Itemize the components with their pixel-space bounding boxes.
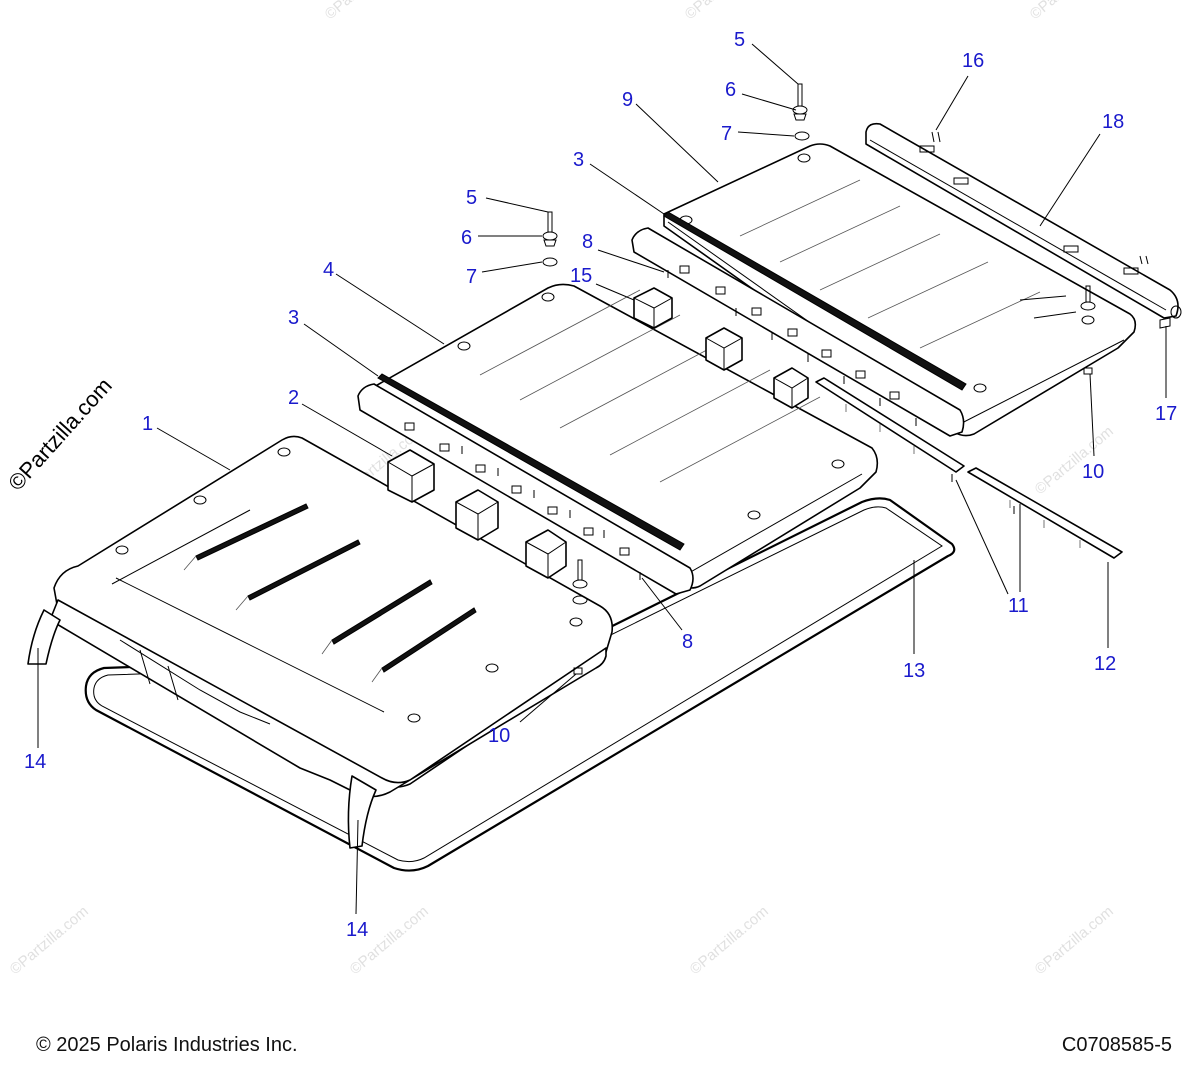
callout-14: 14: [24, 751, 46, 773]
watermark-tile: ©Partzilla.com: [322, 0, 407, 23]
callout-16: 16: [962, 50, 984, 72]
foam-block: [705, 327, 743, 371]
part-2-foam-block: [387, 449, 435, 503]
fastener-stack-front: [572, 559, 588, 605]
watermark-tile: ©Partzilla.com: [1027, 0, 1112, 23]
watermark-main: ©Partzilla.com: [3, 373, 117, 495]
figure-code: C0708585-5: [1061, 1034, 1172, 1056]
fastener-stack-rail: [1080, 285, 1096, 311]
callout-7: 7: [466, 266, 477, 288]
watermark-tile: ©Partzilla.com: [682, 0, 767, 23]
part-18-rear-rail: [865, 122, 1179, 319]
callout-13: 13: [903, 660, 925, 682]
callout-2: 2: [288, 387, 299, 409]
foam-blocks: [387, 287, 809, 579]
part-8-screws: [461, 270, 917, 580]
part-3-seal-strip-middle: [377, 373, 685, 551]
part-10-nuts: [573, 367, 1093, 675]
part-13-seal: [84, 497, 956, 872]
watermark-tile: ©Partzilla.com: [1032, 903, 1117, 978]
callout-3: 3: [573, 149, 584, 171]
callout-10: 10: [1082, 461, 1104, 483]
callout-15: 15: [570, 265, 592, 287]
part-16-clips: [931, 131, 1149, 265]
copyright-text: © 2025 Polaris Industries Inc.: [36, 1034, 298, 1056]
callout-labels: 1 2 3 3 4 5 5 6 6 7 7 8 8 9 10 10 11 12 …: [24, 29, 1177, 941]
callout-7: 7: [721, 123, 732, 145]
part-11-trim-strips: [815, 377, 1123, 559]
callout-10: 10: [488, 725, 510, 747]
part-17-fastener: [1159, 305, 1182, 329]
callout-6: 6: [461, 227, 472, 249]
callout-1: 1: [142, 413, 153, 435]
callout-5: 5: [734, 29, 745, 51]
callout-6: 6: [725, 79, 736, 101]
part-14-flap-right: [347, 775, 377, 849]
foam-block: [773, 367, 809, 409]
watermark-tile: ©Partzilla.com: [7, 903, 92, 978]
foam-block: [525, 529, 567, 579]
callout-3: 3: [288, 307, 299, 329]
part-1-front-roof-panel: [49, 435, 614, 798]
foam-block: [455, 489, 499, 541]
watermark-tile: ©Partzilla.com: [687, 903, 772, 978]
callout-18: 18: [1102, 111, 1124, 133]
callout-9: 9: [622, 89, 633, 111]
callout-12: 12: [1094, 653, 1116, 675]
fastener-stack-rear: [792, 83, 810, 141]
callout-14: 14: [346, 919, 368, 941]
callout-11: 11: [1008, 595, 1029, 617]
part-15-foam-block: [633, 287, 673, 329]
callout-17: 17: [1155, 403, 1177, 425]
clip-row-4: [404, 422, 630, 556]
part-12-screws: [951, 474, 1109, 572]
part-9-rear-roof-panel: [631, 143, 1137, 437]
part-4-middle-roof-panel: [357, 283, 879, 595]
part-3-seal-strip-rear: [663, 211, 967, 391]
callout-8: 8: [682, 631, 693, 653]
callout-4: 4: [323, 259, 334, 281]
part-14-flap-left: [27, 609, 61, 665]
leader-lines: [37, 43, 1167, 915]
callout-8: 8: [582, 231, 593, 253]
callout-5: 5: [466, 187, 477, 209]
fastener-stack-middle: [542, 211, 558, 267]
clip-row-9: [679, 265, 900, 400]
